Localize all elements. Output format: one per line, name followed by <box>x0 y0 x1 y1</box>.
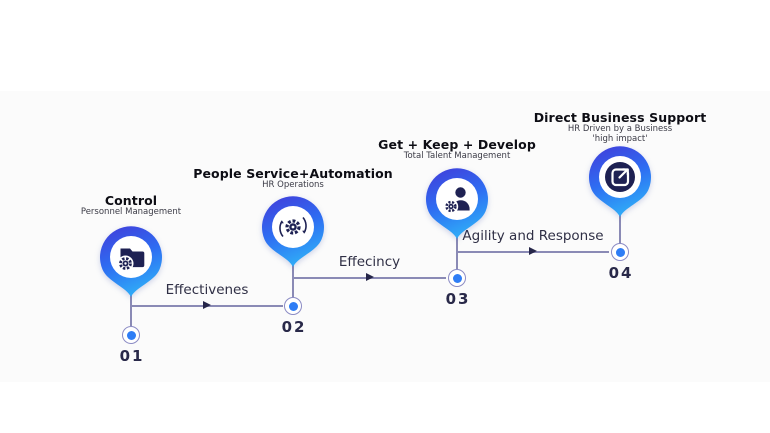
external-link-icon <box>605 162 635 192</box>
folder-gear-icon <box>117 248 145 272</box>
step-title: Get + Keep + Develop <box>378 137 536 152</box>
step-subtitle: Total Talent Management <box>403 151 511 161</box>
arrow-right-icon <box>529 247 537 255</box>
step-title: People Service+Automation <box>193 166 393 181</box>
node-dot <box>615 247 625 257</box>
step-title: Control <box>104 193 158 208</box>
step-number: 03 <box>445 290 471 308</box>
step-number: 01 <box>119 347 145 365</box>
stem-step-3 <box>456 236 458 269</box>
timeline-node-1 <box>122 326 140 344</box>
person-gear-icon <box>443 187 470 214</box>
stem-step-2 <box>292 264 294 297</box>
timeline-node-4 <box>611 243 629 261</box>
step-subtitle-quote: 'high impact' <box>592 134 648 144</box>
map-pin-step-4 <box>589 146 651 217</box>
stem-step-1 <box>130 294 132 326</box>
connector-label: Effectivenes <box>165 281 249 298</box>
stem-step-4 <box>619 211 621 244</box>
connector-3-4: Agility and Response <box>457 228 609 255</box>
map-pin-step-2 <box>262 196 324 267</box>
connector-label: Effecincy <box>338 253 401 270</box>
step-number: 04 <box>608 264 634 282</box>
connector-label: Agility and Response <box>462 227 604 244</box>
arrow-right-icon <box>365 273 374 281</box>
node-dot <box>452 273 462 283</box>
connector-2-3: Effecincy <box>293 254 446 281</box>
step-number: 02 <box>281 318 307 336</box>
map-pin-step-1 <box>100 226 162 297</box>
step-subtitle: HR Operations <box>262 180 324 190</box>
step-subtitle: Personnel Management <box>80 207 182 217</box>
gear-automation-icon <box>279 216 307 238</box>
step-subtitle: HR Driven by a Business <box>567 124 673 134</box>
node-dot <box>288 301 298 311</box>
step-title: Direct Business Support <box>533 110 707 125</box>
map-pin-step-3 <box>426 168 488 239</box>
timeline-node-2 <box>284 297 302 315</box>
node-dot <box>126 330 136 340</box>
arrow-right-icon <box>203 301 211 309</box>
timeline-node-3 <box>448 269 466 287</box>
connector-1-2: Effectivenes <box>131 282 283 309</box>
